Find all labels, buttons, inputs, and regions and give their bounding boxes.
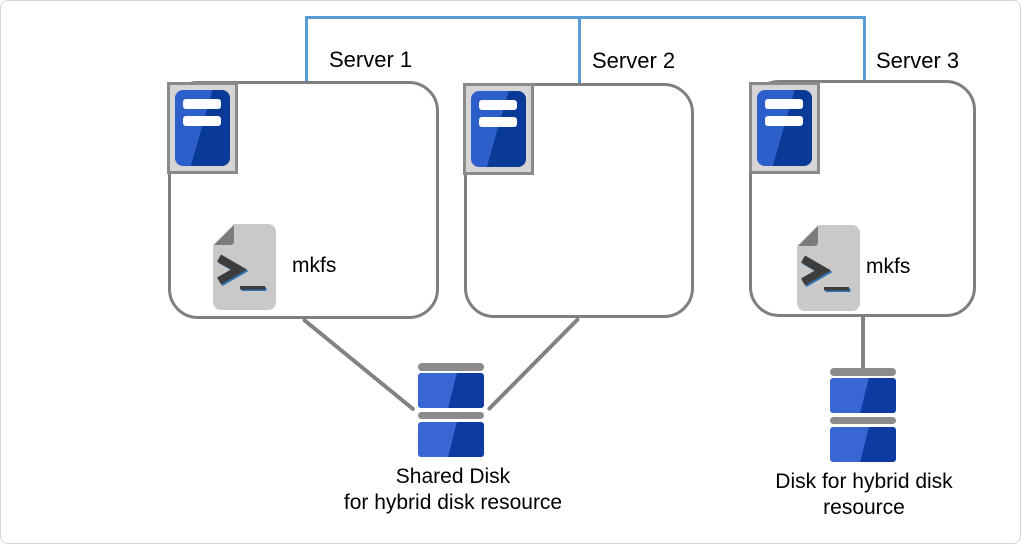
server2-label: Server 2 [592,48,676,73]
interconnect-drop-server3 [863,16,866,81]
server2-to-shared-disk-line [486,316,581,412]
server3-label: Server 3 [876,48,960,73]
hybrid-disk-caption-line2: resource [823,496,905,519]
shared-disk-caption-line1: Shared Disk [395,465,511,488]
server3-to-disk-line [861,315,865,371]
shared-disk-caption: Shared Disk for hybrid disk resource [331,464,575,516]
server-icon-chassis [471,91,526,167]
server-icon [167,82,238,174]
server-icon-chassis [175,90,230,166]
disk-platter [830,378,896,413]
shared-disk-icon [418,363,484,457]
hybrid-disk-icon [830,368,896,462]
disk-platter [418,373,484,408]
disk-platter [418,422,484,457]
server-icon-slot [479,100,517,110]
server1-to-shared-disk-line [301,317,416,412]
interconnect-line-horizontal [305,16,866,19]
server-icon-slot [479,117,517,127]
interconnect-drop-server2 [578,16,581,85]
hybrid-disk-caption: Disk for hybrid disk resource [751,469,977,521]
mkfs-command-label: mkfs [866,255,911,278]
server-icon [749,82,820,174]
server1-label: Server 1 [329,47,413,72]
server-icon [463,83,534,175]
disk-cap [418,363,484,371]
server-icon-chassis [757,90,812,166]
server-icon-slot [183,99,221,109]
shared-disk-caption-line2: for hybrid disk resource [343,491,563,514]
server-icon-slot [765,99,803,109]
mkfs-command-label: mkfs [292,254,337,277]
disk-cap [830,368,896,376]
server-icon-slot [765,116,803,126]
disk-cap [830,417,896,424]
hybrid-disk-caption-line1: Disk for hybrid disk [775,470,953,493]
shell-script-icon [797,225,860,311]
server-icon-slot [183,116,221,126]
disk-cap [418,412,484,419]
shell-script-icon [213,224,276,310]
disk-platter [830,427,896,462]
interconnect-drop-server1 [305,16,308,82]
